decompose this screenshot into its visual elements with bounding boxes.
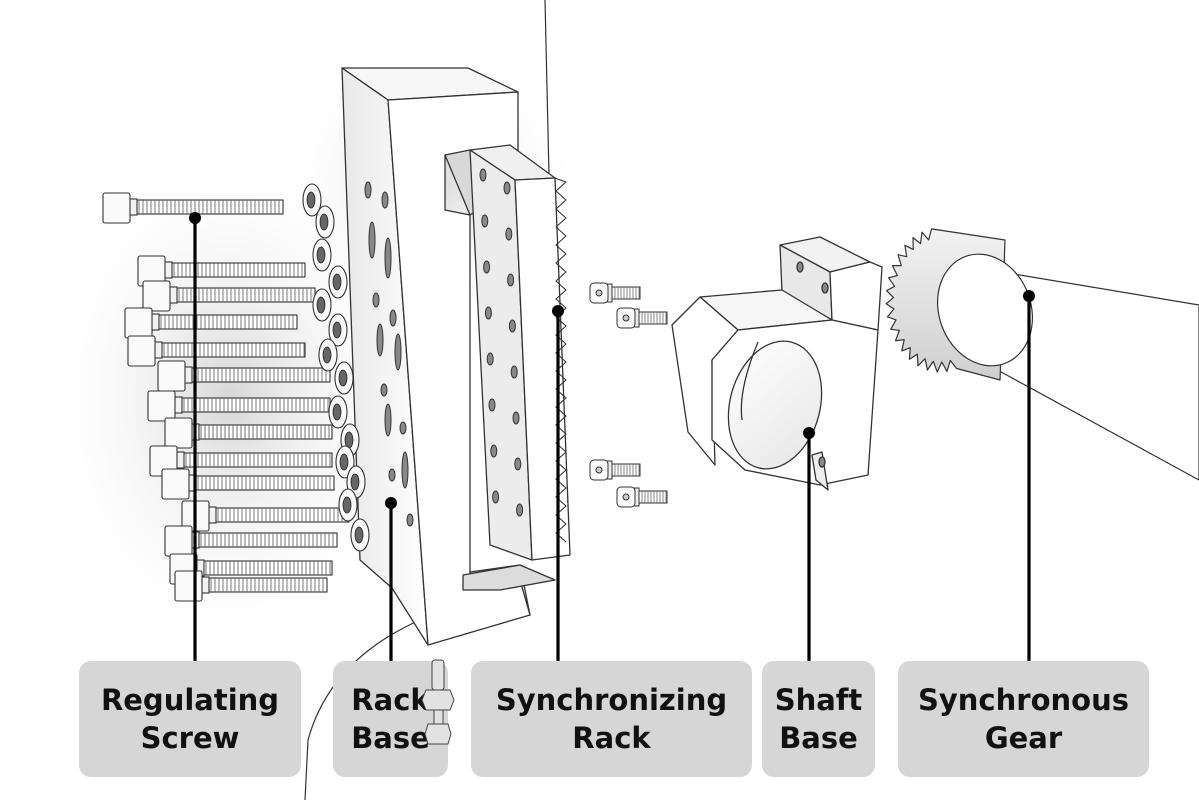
- rack-hole: [486, 352, 494, 366]
- nut: [302, 183, 322, 217]
- rack-hole: [507, 273, 515, 287]
- mounting-hole: [394, 333, 402, 371]
- rack-hole: [512, 411, 520, 425]
- nut: [318, 338, 338, 372]
- nut: [315, 205, 335, 239]
- shaft-base-screw: [589, 282, 641, 304]
- nut: [328, 265, 348, 299]
- leader-lines: [189, 212, 1035, 661]
- leader-dot: [552, 305, 564, 317]
- regulating-screw: [124, 307, 298, 339]
- label-shaft-base-line2: Base: [779, 721, 858, 755]
- rack-hole: [488, 398, 496, 412]
- rack-hole: [505, 227, 513, 241]
- nut: [312, 288, 332, 322]
- rack-hole: [479, 168, 487, 182]
- shaft-base-part: [671, 236, 883, 491]
- mounting-hole: [384, 237, 392, 279]
- rack-hole: [508, 319, 516, 333]
- label-rack-base: Rack Base: [333, 661, 448, 777]
- rack-hole: [516, 503, 524, 517]
- shaft-base-screw: [616, 307, 668, 329]
- nut: [328, 313, 348, 347]
- label-regulating-screw-line2: Screw: [140, 721, 240, 755]
- regulating-screw: [157, 360, 331, 392]
- label-synchronous-gear-line1: Synchronous: [918, 683, 1129, 717]
- mounting-hole: [376, 323, 384, 357]
- mounting-hole: [381, 191, 389, 209]
- label-synchronous-gear: Synchronous Gear: [898, 661, 1149, 777]
- nuts: [302, 183, 370, 552]
- rack-hole: [481, 214, 489, 228]
- synchronizing-rack-part: [469, 144, 571, 561]
- regulating-screw: [164, 525, 338, 557]
- leader-dot: [385, 497, 397, 509]
- synchronizing-rack-holes: [479, 168, 524, 517]
- shaft-base-screw: [616, 486, 668, 508]
- label-rack-base-line1: Rack: [351, 683, 430, 717]
- label-rack-base-line2: Base: [351, 721, 430, 755]
- rack-hole: [510, 365, 518, 379]
- rack-hole: [490, 444, 498, 458]
- regulating-screw: [137, 255, 306, 287]
- leader-dot: [1023, 290, 1035, 302]
- nut: [328, 395, 348, 429]
- rack-hole: [492, 490, 500, 504]
- leader-dot: [803, 427, 815, 439]
- mounting-hole: [389, 309, 397, 327]
- mounting-hole: [401, 451, 409, 489]
- label-shaft-base: Shaft Base: [762, 661, 875, 777]
- nut: [334, 361, 354, 395]
- mounting-hole: [388, 468, 396, 482]
- mounting-hole: [384, 403, 392, 437]
- synchronous-gear-part: [885, 228, 1199, 481]
- mounting-hole: [399, 421, 407, 435]
- rack-hole: [483, 260, 491, 274]
- leader-dot: [189, 212, 201, 224]
- regulating-screw: [102, 192, 284, 224]
- label-regulating-screw: Regulating Screw: [79, 661, 301, 777]
- label-synchronous-gear-line2: Gear: [984, 721, 1063, 755]
- rack-hole: [484, 306, 492, 320]
- label-synchronizing-rack: Synchronizing Rack: [471, 661, 752, 777]
- nut: [312, 238, 332, 272]
- nut: [338, 488, 358, 522]
- mounting-hole: [380, 383, 388, 397]
- label-synchronizing-rack-line1: Synchronizing: [495, 683, 728, 717]
- regulating-screw: [147, 390, 331, 422]
- mounting-hole: [406, 513, 414, 527]
- rack-hole: [514, 457, 522, 471]
- rack-hole: [503, 181, 511, 195]
- label-regulating-screw-line1: Regulating: [100, 683, 280, 717]
- rack-base-holes: [364, 181, 414, 527]
- regulating-screw: [161, 468, 335, 500]
- regulating-screws: [102, 192, 350, 602]
- mounting-hole: [364, 181, 372, 199]
- mounting-hole: [368, 221, 376, 259]
- label-shaft-base-line1: Shaft: [774, 683, 863, 717]
- shaft-base-screw: [589, 459, 641, 481]
- mounting-hole: [372, 292, 380, 308]
- label-synchronizing-rack-line2: Rack: [572, 721, 651, 755]
- rack-base-part: [341, 67, 556, 646]
- shaft-base-screws: [589, 282, 668, 508]
- nut: [350, 518, 370, 552]
- regulating-screw: [142, 280, 316, 312]
